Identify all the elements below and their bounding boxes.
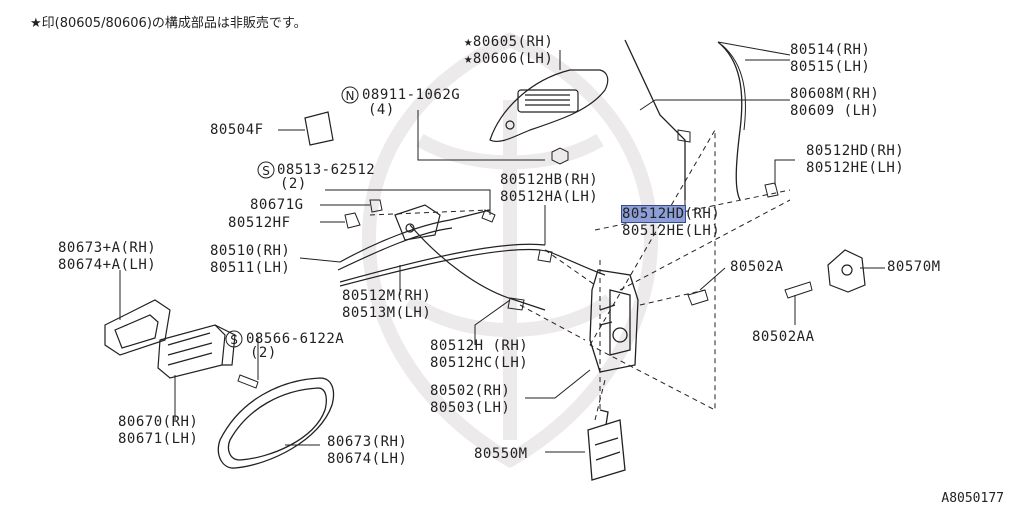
- label-80570m: 80570M: [887, 259, 941, 275]
- label-80609: 80609 (LH): [790, 103, 880, 119]
- bolt-80502aa: [784, 281, 813, 299]
- label-80512he-mid: 80512HE(LH): [622, 223, 721, 239]
- n-marker-circle: [341, 86, 359, 104]
- label-80514: 80514(RH): [790, 42, 871, 58]
- leader-80510: [299, 257, 341, 263]
- rod-80514: [717, 41, 743, 201]
- cover-80550m: [587, 409, 626, 481]
- clip-80512h: [507, 297, 525, 311]
- label-08566: 08566-6122A: [246, 331, 345, 347]
- s-marker-circle-2: [225, 330, 243, 348]
- label-80512hd-highlighted: 80512HD(RH): [621, 205, 721, 223]
- leader-80608: [639, 99, 790, 111]
- s-marker-2: S: [230, 333, 238, 347]
- cable-80512m: [339, 243, 546, 283]
- clip-80512hf: [344, 212, 361, 229]
- screw-08513: [481, 209, 496, 223]
- clip-top-right: [764, 182, 779, 198]
- bezel-80673: [217, 377, 335, 469]
- label-80510: 80510(RH): [210, 243, 291, 259]
- inside-handle-80670: [157, 324, 236, 379]
- clip-80512hd: [677, 129, 691, 143]
- cap-80504f: [304, 111, 334, 146]
- label-80512hc: 80512HC(LH): [430, 355, 529, 371]
- striker-80570m: [827, 249, 866, 293]
- leader-80502a: [699, 267, 726, 291]
- label-80502aa: 80502AA: [752, 329, 815, 345]
- label-80671: 80671(LH): [118, 431, 199, 447]
- parts-note: ★印(80605/80606)の構成部品は非販売です。: [30, 16, 307, 31]
- label-80512hd-top: 80512HD(RH): [806, 143, 905, 159]
- label-80512he-top: 80512HE(LH): [806, 160, 905, 176]
- label-80670: 80670(RH): [118, 414, 199, 430]
- leader-80512hd-top: [774, 159, 795, 185]
- label-80673a: 80673+A(RH): [58, 240, 157, 256]
- leader-80514: [717, 41, 791, 61]
- rod-80608: [624, 39, 686, 200]
- label-80673: 80673(RH): [327, 434, 408, 450]
- label-80503: 80503(LH): [430, 400, 511, 416]
- s-marker-circle-1: [257, 161, 275, 179]
- label-80606: ★80606(LH): [464, 51, 554, 67]
- outside-handle-80605: [489, 69, 609, 142]
- label-08911: 08911-1062G: [362, 87, 461, 103]
- escutcheon-80673a: [104, 299, 171, 356]
- inside-handle-80510: [394, 204, 441, 241]
- rod-80510-b: [337, 227, 453, 271]
- label-80550m: 80550M: [474, 446, 528, 462]
- s-marker-1: S: [262, 164, 270, 178]
- label-80502: 80502(RH): [430, 383, 511, 399]
- label-80512hd-rh-suffix: (RH): [684, 206, 721, 222]
- label-80512ha: 80512HA(LH): [500, 189, 599, 205]
- label-80513m: 80513M(LH): [342, 305, 432, 321]
- label-08513: 08513-62512: [277, 162, 376, 178]
- highlighted-part-number: 80512HD: [621, 205, 686, 223]
- label-80671g: 80671G: [250, 197, 304, 213]
- label-08911-qty: (4): [368, 102, 395, 118]
- screw-08566: [237, 374, 259, 389]
- door-lock-80502: [589, 269, 639, 373]
- leader-08513: [325, 189, 491, 215]
- label-80512h: 80512H (RH): [430, 338, 529, 354]
- label-80512m: 80512M(RH): [342, 288, 432, 304]
- leader-08911: [417, 110, 545, 161]
- watermark-emblem: [361, 32, 659, 469]
- label-80605: ★80605(RH): [464, 34, 554, 50]
- label-08566-qty: (2): [250, 345, 277, 361]
- n-marker: N: [346, 89, 355, 103]
- label-80504f: 80504F: [210, 122, 264, 138]
- cable-80512m-b: [339, 248, 541, 287]
- label-80502a: 80502A: [730, 259, 784, 275]
- rod-80510: [339, 209, 491, 263]
- figure-id: A8050177: [941, 491, 1004, 506]
- leader-80502: [525, 369, 591, 399]
- leader-80512h: [474, 299, 511, 345]
- label-08513-qty: (2): [280, 176, 307, 192]
- label-80515: 80515(LH): [790, 59, 871, 75]
- label-80511: 80511(LH): [210, 260, 291, 276]
- rod-80514-2: [721, 44, 746, 131]
- label-80674: 80674(LH): [327, 451, 408, 467]
- clip-80512hb: [537, 249, 553, 263]
- nut-08911: [551, 147, 569, 165]
- label-80512hf: 80512HF: [228, 215, 291, 231]
- clip-80671g: [369, 199, 383, 213]
- label-80608m: 80608M(RH): [790, 86, 880, 102]
- label-80674a: 80674+A(LH): [58, 257, 157, 273]
- screw-80502a: [687, 289, 709, 306]
- label-80512hb: 80512HB(RH): [500, 172, 599, 188]
